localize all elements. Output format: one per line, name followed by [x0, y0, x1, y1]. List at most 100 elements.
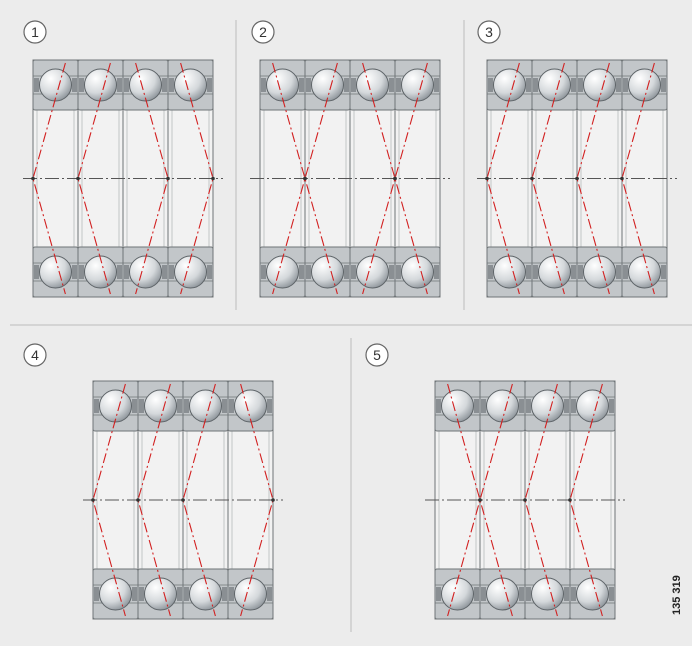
ball	[356, 68, 389, 102]
cage-left	[526, 587, 531, 601]
ball	[234, 389, 267, 423]
cage-left	[396, 265, 401, 279]
contact-angle-line	[621, 62, 655, 295]
ball	[174, 68, 207, 102]
cage-right	[616, 78, 621, 92]
pressure-cone-apex	[478, 498, 482, 502]
badge-circle	[477, 20, 501, 44]
pressure-cone-apex	[31, 176, 35, 181]
cage-left	[79, 78, 84, 92]
bottom-ball-row	[227, 568, 274, 620]
bottom-ball-row	[167, 246, 214, 298]
cage-right	[177, 587, 182, 601]
bottom-ball-row	[394, 246, 441, 298]
cage-right	[616, 265, 621, 279]
cage-right	[571, 265, 576, 279]
figure-id: 135 319	[671, 575, 683, 615]
cage-right	[474, 587, 479, 601]
pressure-cone-apex	[91, 498, 95, 502]
cage-right	[434, 265, 439, 279]
ball	[84, 255, 117, 289]
ball	[493, 68, 526, 102]
cage-left	[533, 265, 538, 279]
cage-left	[623, 265, 628, 279]
panel-1: 1	[23, 20, 223, 298]
panel-number: 1	[31, 24, 39, 40]
ball	[576, 389, 609, 423]
contact-angle-line	[531, 62, 565, 295]
contact-angle-line	[180, 62, 214, 295]
bottom-ball-row	[621, 246, 668, 298]
contact-angle-line	[32, 62, 66, 295]
bottom-ball-row	[434, 568, 481, 620]
pressure-cone-apex	[271, 498, 275, 502]
cage-right	[661, 78, 666, 92]
cage-left	[306, 265, 311, 279]
contact-angle-line	[569, 383, 603, 617]
bottom-ball-row	[92, 568, 139, 620]
bottom-ball-row	[122, 246, 169, 298]
top-ball-row	[167, 59, 214, 111]
contact-angle-line	[479, 383, 513, 617]
cage-left	[351, 78, 356, 92]
cage-right	[299, 78, 304, 92]
ball	[39, 68, 72, 102]
cage-left	[79, 265, 84, 279]
pressure-cone-apex	[76, 176, 80, 181]
ball	[99, 577, 132, 611]
pressure-cone-apex	[136, 498, 140, 502]
cage-right	[661, 265, 666, 279]
pressure-cone-apex	[211, 176, 215, 181]
cage-left	[396, 78, 401, 92]
ball	[538, 255, 571, 289]
panel-5: 5	[365, 343, 625, 620]
ball	[576, 577, 609, 611]
cage-right	[609, 587, 614, 601]
cage-left	[124, 265, 129, 279]
top-ball-row	[304, 59, 351, 111]
bottom-ball-row	[77, 246, 124, 298]
cage-right	[207, 78, 212, 92]
contact-angle-line	[182, 383, 216, 617]
panel-2: 2	[250, 20, 450, 298]
pressure-cone-apex	[166, 176, 170, 181]
cage-left	[578, 265, 583, 279]
badge-circle	[23, 343, 47, 367]
contact-angle-line	[486, 62, 520, 295]
ball	[144, 577, 177, 611]
panel-number-badge: 3	[477, 20, 501, 44]
top-ball-row	[531, 59, 578, 111]
contact-angle-line	[92, 383, 126, 617]
bottom-ball-row	[569, 568, 616, 620]
panel-number: 3	[485, 24, 493, 40]
panel-number: 5	[373, 347, 381, 363]
ball	[311, 68, 344, 102]
top-ball-row	[621, 59, 668, 111]
cage-left	[169, 78, 174, 92]
cage-right	[72, 78, 77, 92]
cage-right	[267, 399, 272, 413]
ball	[266, 255, 299, 289]
ball	[189, 389, 222, 423]
cage-left	[169, 265, 174, 279]
pressure-cone-apex	[530, 176, 534, 181]
panel-number-badge: 5	[365, 343, 389, 367]
cage-right	[344, 78, 349, 92]
panel-number-badge: 4	[23, 343, 47, 367]
ball	[531, 577, 564, 611]
badge-circle	[23, 20, 47, 44]
cage-left	[436, 587, 441, 601]
cage-right	[564, 399, 569, 413]
ball	[174, 255, 207, 289]
cage-right	[117, 265, 122, 279]
cage-right	[434, 78, 439, 92]
cage-right	[609, 399, 614, 413]
ball	[441, 389, 474, 423]
cage-right	[519, 399, 524, 413]
cage-left	[229, 587, 234, 601]
cage-right	[72, 265, 77, 279]
cage-left	[481, 587, 486, 601]
ball	[628, 255, 661, 289]
pressure-cone-apex	[575, 176, 579, 181]
ball	[583, 68, 616, 102]
